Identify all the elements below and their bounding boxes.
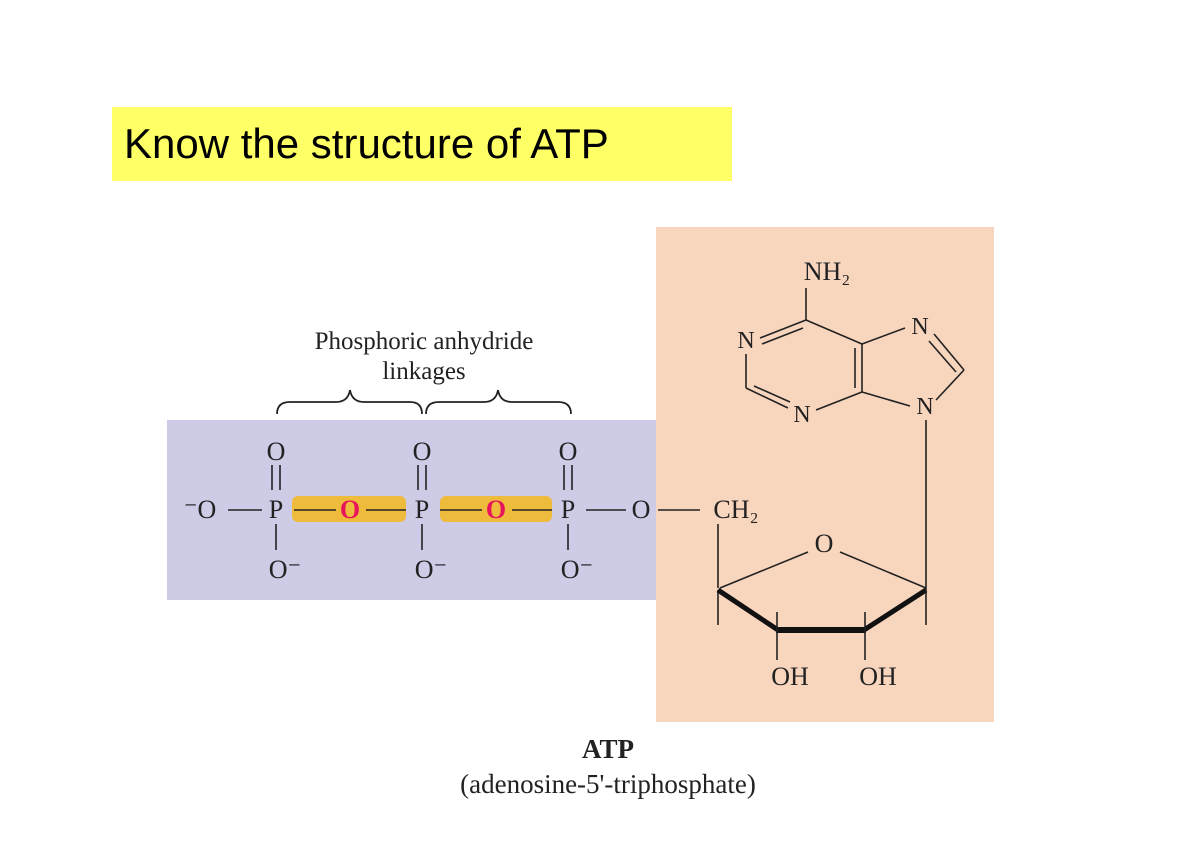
brace-label-line2: linkages [382,358,465,385]
phosphorus-2-label: P [415,495,429,524]
ribose-bond-o-c1 [839,551,927,589]
ester-oxygen-label: O [632,495,651,524]
phosphorus-1-label: P [269,495,283,524]
hydroxyl-c3-label: OH [771,662,809,691]
ribose-bond-c4-o [719,551,809,589]
p3-single-oxygen-label: O⁻ [561,555,594,584]
bond-c8-n9 [935,369,965,401]
ribose-bond-c2-c1 [862,587,928,633]
ch2-label: CH₂ [713,495,758,524]
ribose-bond-c4-c3 [716,587,780,633]
phosphorus-3-label: P [561,495,575,524]
bond-c5-n7 [861,327,906,345]
adenine-n3-label: N [793,402,810,428]
anhydride-linkage-highlight-1 [292,496,406,522]
bond-c2-n3-a [745,387,789,409]
bond-n3-c4 [815,391,863,411]
anhydride-linkage-highlight-2 [440,496,552,522]
brace-right [425,389,572,415]
brace-left [276,389,423,415]
ribose-ring-oxygen-label: O [815,529,834,558]
bond-c6-n1-b [761,327,804,345]
adenine-n7-label: N [911,314,928,340]
bond-c2-n3-b [753,385,791,403]
bridge-oxygen-1-label: O [340,495,360,524]
bond-n7-c8-b [928,340,957,373]
brace-label-line1: Phosphoric anhydride [315,328,534,355]
slide-title: Know the structure of ATP [112,107,732,181]
p1-double-oxygen-label: O [267,437,286,466]
bond-n7-c8-a [933,333,965,371]
p3-double-oxygen-label: O [559,437,578,466]
adenine-n1-label: N [737,328,754,354]
adenosine-region [656,227,994,722]
bond-c6-c5 [805,319,863,345]
p2-single-oxygen-label: O⁻ [415,555,448,584]
bond-c4-n9 [861,391,911,407]
adenine-n9-label: N [916,394,933,420]
amine-label: NH₂ [804,257,851,286]
terminal-oxygen-label: ⁻O [184,495,217,524]
caption-name: ATP [582,734,634,764]
p1-single-oxygen-label: O⁻ [269,555,302,584]
caption-full-name: (adenosine-5'-triphosphate) [460,769,756,799]
bond-c6-n1-a [759,319,807,339]
p2-double-oxygen-label: O [413,437,432,466]
bridge-oxygen-2-label: O [486,495,506,524]
hydroxyl-c2-label: OH [859,662,897,691]
